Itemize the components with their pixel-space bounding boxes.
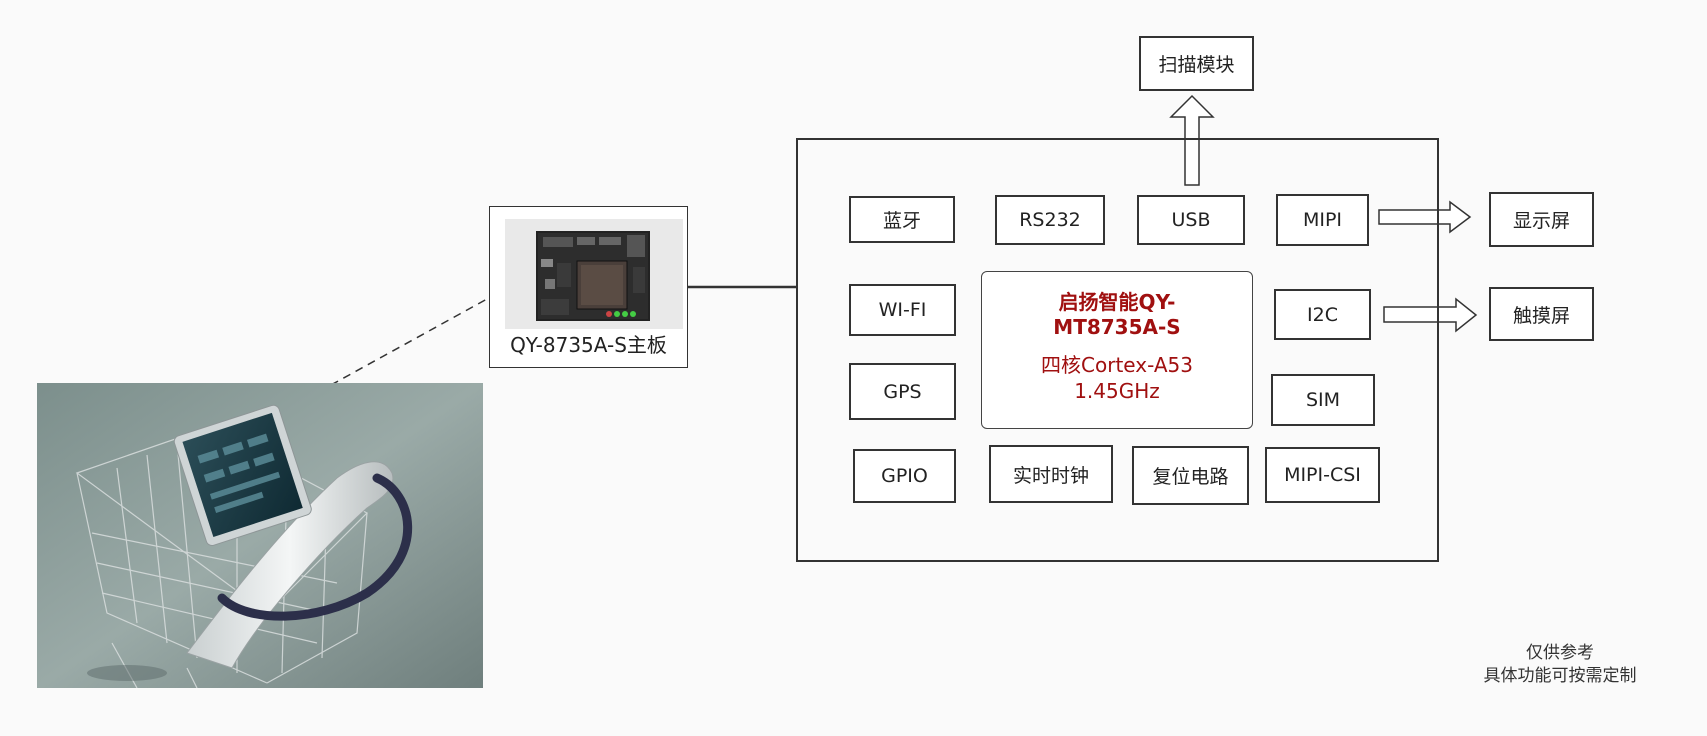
module-rs232: RS232	[995, 195, 1105, 245]
module-usb-label: USB	[1171, 209, 1211, 231]
module-gps-label: GPS	[883, 380, 922, 403]
disclaimer-note: 仅供参考 具体功能可按需定制	[1460, 642, 1660, 688]
module-wifi: WI-FI	[849, 284, 956, 336]
module-mipi: MIPI	[1276, 194, 1369, 246]
mainboard-image	[536, 231, 650, 321]
module-sim: SIM	[1271, 374, 1375, 426]
cpu-title: 启扬智能QY- MT8735A-S	[1053, 290, 1181, 339]
smart-cart-image	[37, 383, 483, 688]
usb-to-scanner-arrow	[1169, 94, 1215, 186]
module-i2c-label: I2C	[1307, 303, 1338, 326]
mainboard-caption: QY-8735A-S主板	[510, 333, 667, 357]
module-gpio: GPIO	[853, 449, 956, 503]
dashed-callout-line	[281, 298, 488, 413]
module-mipi-csi-label: MIPI-CSI	[1284, 464, 1361, 486]
i2c-to-touch-arrow	[1383, 297, 1478, 333]
module-i2c: I2C	[1274, 289, 1371, 340]
mainboard-callout: QY-8735A-S主板	[489, 206, 688, 368]
soc-block-frame	[796, 138, 1439, 562]
cpu-core-box: 启扬智能QY- MT8735A-S 四核Cortex-A53 1.45GHz	[981, 271, 1253, 429]
peripheral-display-label: 显示屏	[1512, 210, 1570, 232]
module-bluetooth: 蓝牙	[849, 196, 955, 243]
module-wifi-label: WI-FI	[878, 299, 927, 321]
cpu-spec: 四核Cortex-A53 1.45GHz	[1041, 353, 1193, 403]
module-rtc-label: 实时时钟	[1012, 464, 1089, 487]
peripheral-scanner: 扫描模块	[1139, 36, 1254, 91]
module-usb: USB	[1137, 195, 1245, 245]
module-reset-label: 复位电路	[1152, 466, 1229, 488]
disclaimer-line-1: 仅供参考	[1526, 643, 1594, 663]
module-gpio-label: GPIO	[881, 465, 928, 487]
module-gps: GPS	[849, 363, 956, 420]
disclaimer-line-2: 具体功能可按需定制	[1483, 666, 1637, 686]
mainboard-photo	[505, 219, 683, 329]
module-rs232-label: RS232	[1019, 209, 1081, 231]
peripheral-scanner-label: 扫描模块	[1158, 54, 1235, 76]
module-reset: 复位电路	[1132, 446, 1249, 505]
module-mipi-csi: MIPI-CSI	[1265, 447, 1380, 503]
peripheral-display: 显示屏	[1489, 192, 1594, 247]
peripheral-touch: 触摸屏	[1489, 287, 1594, 341]
module-rtc: 实时时钟	[989, 445, 1113, 503]
module-bluetooth-label: 蓝牙	[882, 210, 921, 232]
mipi-to-display-arrow	[1378, 200, 1472, 234]
peripheral-touch-label: 触摸屏	[1512, 304, 1570, 327]
smart-cart-photo	[37, 383, 483, 688]
module-mipi-label: MIPI	[1302, 209, 1343, 231]
module-sim-label: SIM	[1305, 389, 1341, 411]
